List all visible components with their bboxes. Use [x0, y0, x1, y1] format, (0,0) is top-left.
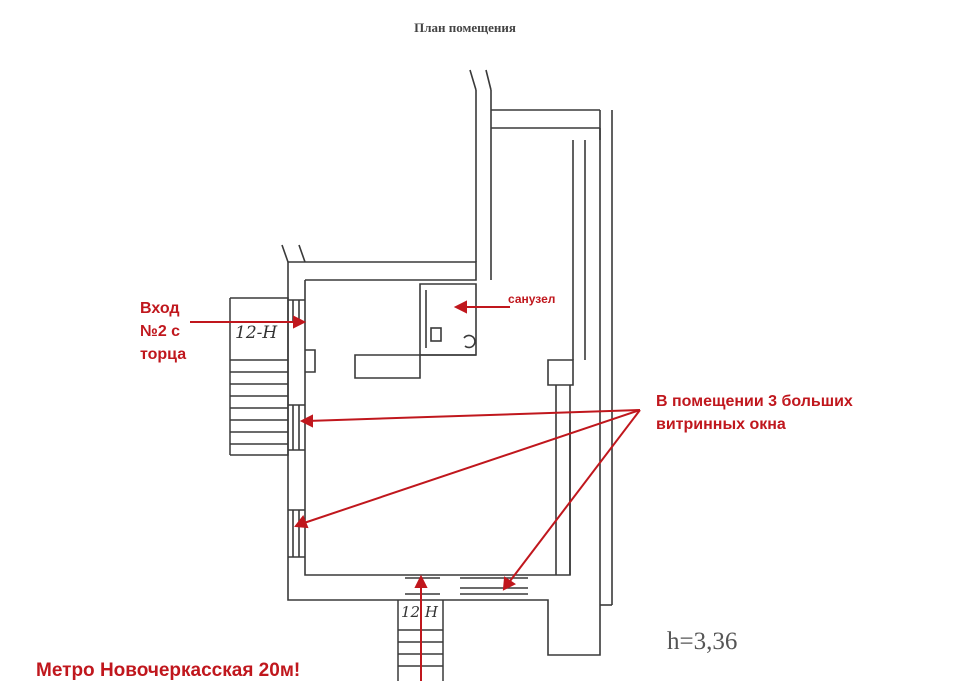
entrance2-line3: торца [140, 346, 187, 363]
entrance2-line2: №2 с [140, 323, 181, 340]
stair-bottom-label: 12 Н [401, 603, 438, 621]
bathroom-label: санузел [508, 292, 556, 306]
entrance2-line1: Вход [140, 300, 180, 317]
windows-line2: витринных окна [656, 416, 786, 433]
walls [281, 69, 613, 656]
windows-label: В помещении 3 больших витринных окна [656, 390, 853, 436]
windows-line1: В помещении 3 больших [656, 393, 853, 410]
left-stair [229, 297, 289, 456]
entrance2-label: Вход №2 с торца [140, 297, 186, 366]
ceiling-height: h=3,36 [667, 628, 738, 655]
annotation-arrows [190, 300, 641, 681]
plan-title: План помещения [414, 20, 516, 35]
stair-left-label: 12-Н [235, 323, 278, 343]
metro-note: Метро Новочеркасская 20м! [36, 660, 301, 681]
